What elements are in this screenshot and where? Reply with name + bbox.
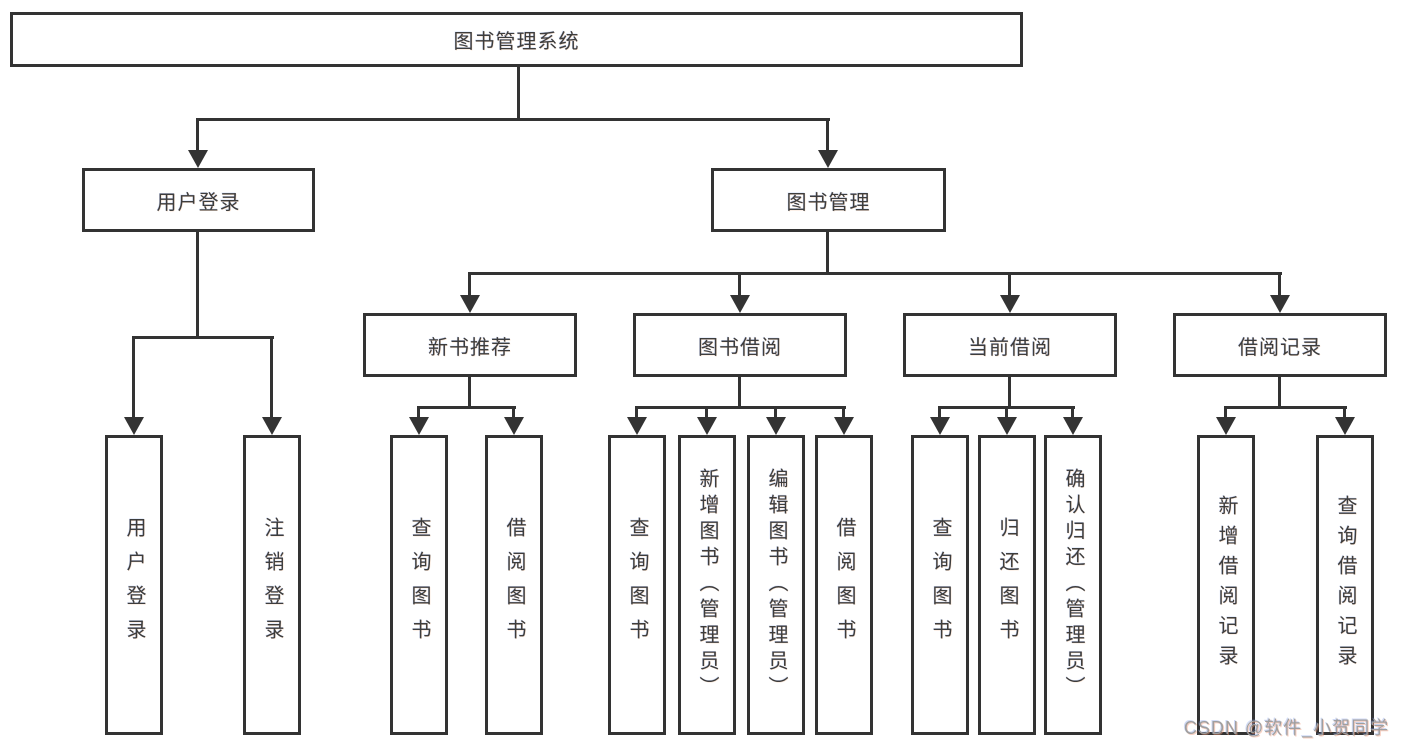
- leaf-query-books-current: 查询图书: [911, 435, 969, 735]
- arrowhead-down: [766, 417, 786, 435]
- leaf-query-books-borrowing: 查询图书: [608, 435, 666, 735]
- node-current-borrowing: 当前借阅: [903, 313, 1117, 377]
- arrowhead-down: [818, 150, 838, 168]
- arrowhead-down: [627, 417, 647, 435]
- connector-bookmgmt-split: [468, 272, 1282, 275]
- arrowhead-down: [460, 295, 480, 313]
- leaf-label: 查询图书: [929, 517, 951, 653]
- arrowhead-down: [124, 417, 144, 435]
- connector-recommend-split: [417, 406, 516, 409]
- leaf-label: 注销登录: [261, 517, 283, 653]
- connector-records-stem: [1278, 377, 1281, 406]
- connector-stem: [705, 406, 708, 419]
- node-book-borrowing: 图书借阅: [633, 313, 847, 377]
- leaf-label: 确认归还（管理员）: [1062, 468, 1084, 702]
- leaf-add-borrow-record: 新增借阅记录: [1197, 435, 1255, 735]
- leaf-query-borrow-record: 查询借阅记录: [1316, 435, 1374, 735]
- leaf-label: 查询借阅记录: [1334, 495, 1356, 675]
- connector-current-stem: [1008, 377, 1011, 406]
- node-label: 当前借阅: [968, 336, 1052, 359]
- connector-root-stem: [517, 67, 520, 118]
- connector-stem: [468, 272, 471, 295]
- connector-root-split: [197, 118, 830, 121]
- connector-userlogin-split: [132, 336, 274, 339]
- node-label: 图书管理: [786, 191, 871, 214]
- connector-stem: [635, 406, 638, 419]
- arrowhead-down: [834, 417, 854, 435]
- leaf-label: 归还图书: [996, 517, 1018, 653]
- arrowhead-down: [1000, 295, 1020, 313]
- node-book-management: 图书管理: [711, 168, 946, 232]
- connector-stem: [938, 406, 941, 419]
- arrowhead-down: [730, 295, 750, 313]
- connector-bookmgmt-stem: [826, 232, 829, 272]
- arrowhead-down: [409, 417, 429, 435]
- arrowhead-down: [1335, 417, 1355, 435]
- leaf-label: 编辑图书（管理员）: [765, 468, 787, 702]
- leaf-return-book: 归还图书: [978, 435, 1036, 735]
- leaf-label: 借阅图书: [503, 517, 525, 653]
- connector-recommend-stem: [468, 377, 471, 406]
- arrowhead-down: [1270, 295, 1290, 313]
- watermark: CSDN @软件_小贺同学: [1184, 718, 1390, 738]
- leaf-label: 查询图书: [408, 517, 430, 653]
- connector-stem: [1224, 406, 1227, 419]
- node-label: 新书推荐: [428, 336, 512, 359]
- arrowhead-down: [504, 417, 524, 435]
- connector-borrowing-split: [635, 406, 846, 409]
- connector-stem: [417, 406, 420, 419]
- connector-records-split: [1224, 406, 1347, 409]
- connector-stem: [270, 336, 273, 417]
- connector-stem: [1008, 272, 1011, 295]
- leaf-edit-book-admin: 编辑图书（管理员）: [747, 435, 805, 735]
- leaf-logout: 注销登录: [243, 435, 301, 735]
- leaf-label: 借阅图书: [833, 517, 855, 653]
- node-library-management-system: 图书管理系统: [10, 12, 1023, 67]
- connector-stem: [512, 406, 515, 419]
- node-label: 用户登录: [156, 191, 241, 214]
- node-label: 图书借阅: [698, 336, 782, 359]
- arrowhead-down: [188, 150, 208, 168]
- arrowhead-down: [930, 417, 950, 435]
- connector-stem: [842, 406, 845, 419]
- connector-userlogin-stem: [196, 232, 199, 336]
- arrowhead-down: [262, 417, 282, 435]
- leaf-label: 新增借阅记录: [1215, 495, 1237, 675]
- connector-borrowing-stem: [738, 377, 741, 406]
- arrowhead-down: [1216, 417, 1236, 435]
- node-label: 借阅记录: [1238, 336, 1322, 359]
- leaf-borrow-books-borrowing: 借阅图书: [815, 435, 873, 735]
- connector-stem: [196, 118, 199, 150]
- arrowhead-down: [1063, 417, 1083, 435]
- connector-stem: [774, 406, 777, 419]
- connector-stem: [1343, 406, 1346, 419]
- leaf-label: 用户登录: [123, 517, 145, 653]
- leaf-add-book-admin: 新增图书（管理员）: [678, 435, 736, 735]
- connector-stem: [1005, 406, 1008, 419]
- leaf-label: 新增图书（管理员）: [696, 468, 718, 702]
- connector-stem: [1278, 272, 1281, 295]
- connector-stem: [132, 336, 135, 417]
- node-label: 图书管理系统: [453, 31, 580, 53]
- connector-stem: [826, 118, 829, 150]
- connector-stem: [1071, 406, 1074, 419]
- leaf-user-login: 用户登录: [105, 435, 163, 735]
- leaf-label: 查询图书: [626, 517, 648, 653]
- connector-stem: [738, 272, 741, 295]
- arrowhead-down: [697, 417, 717, 435]
- node-new-book-recommend: 新书推荐: [363, 313, 577, 377]
- leaf-borrow-books-recommend: 借阅图书: [485, 435, 543, 735]
- node-borrowing-records: 借阅记录: [1173, 313, 1387, 377]
- node-user-login: 用户登录: [82, 168, 315, 232]
- arrowhead-down: [997, 417, 1017, 435]
- leaf-query-books-recommend: 查询图书: [390, 435, 448, 735]
- leaf-confirm-return-admin: 确认归还（管理员）: [1044, 435, 1102, 735]
